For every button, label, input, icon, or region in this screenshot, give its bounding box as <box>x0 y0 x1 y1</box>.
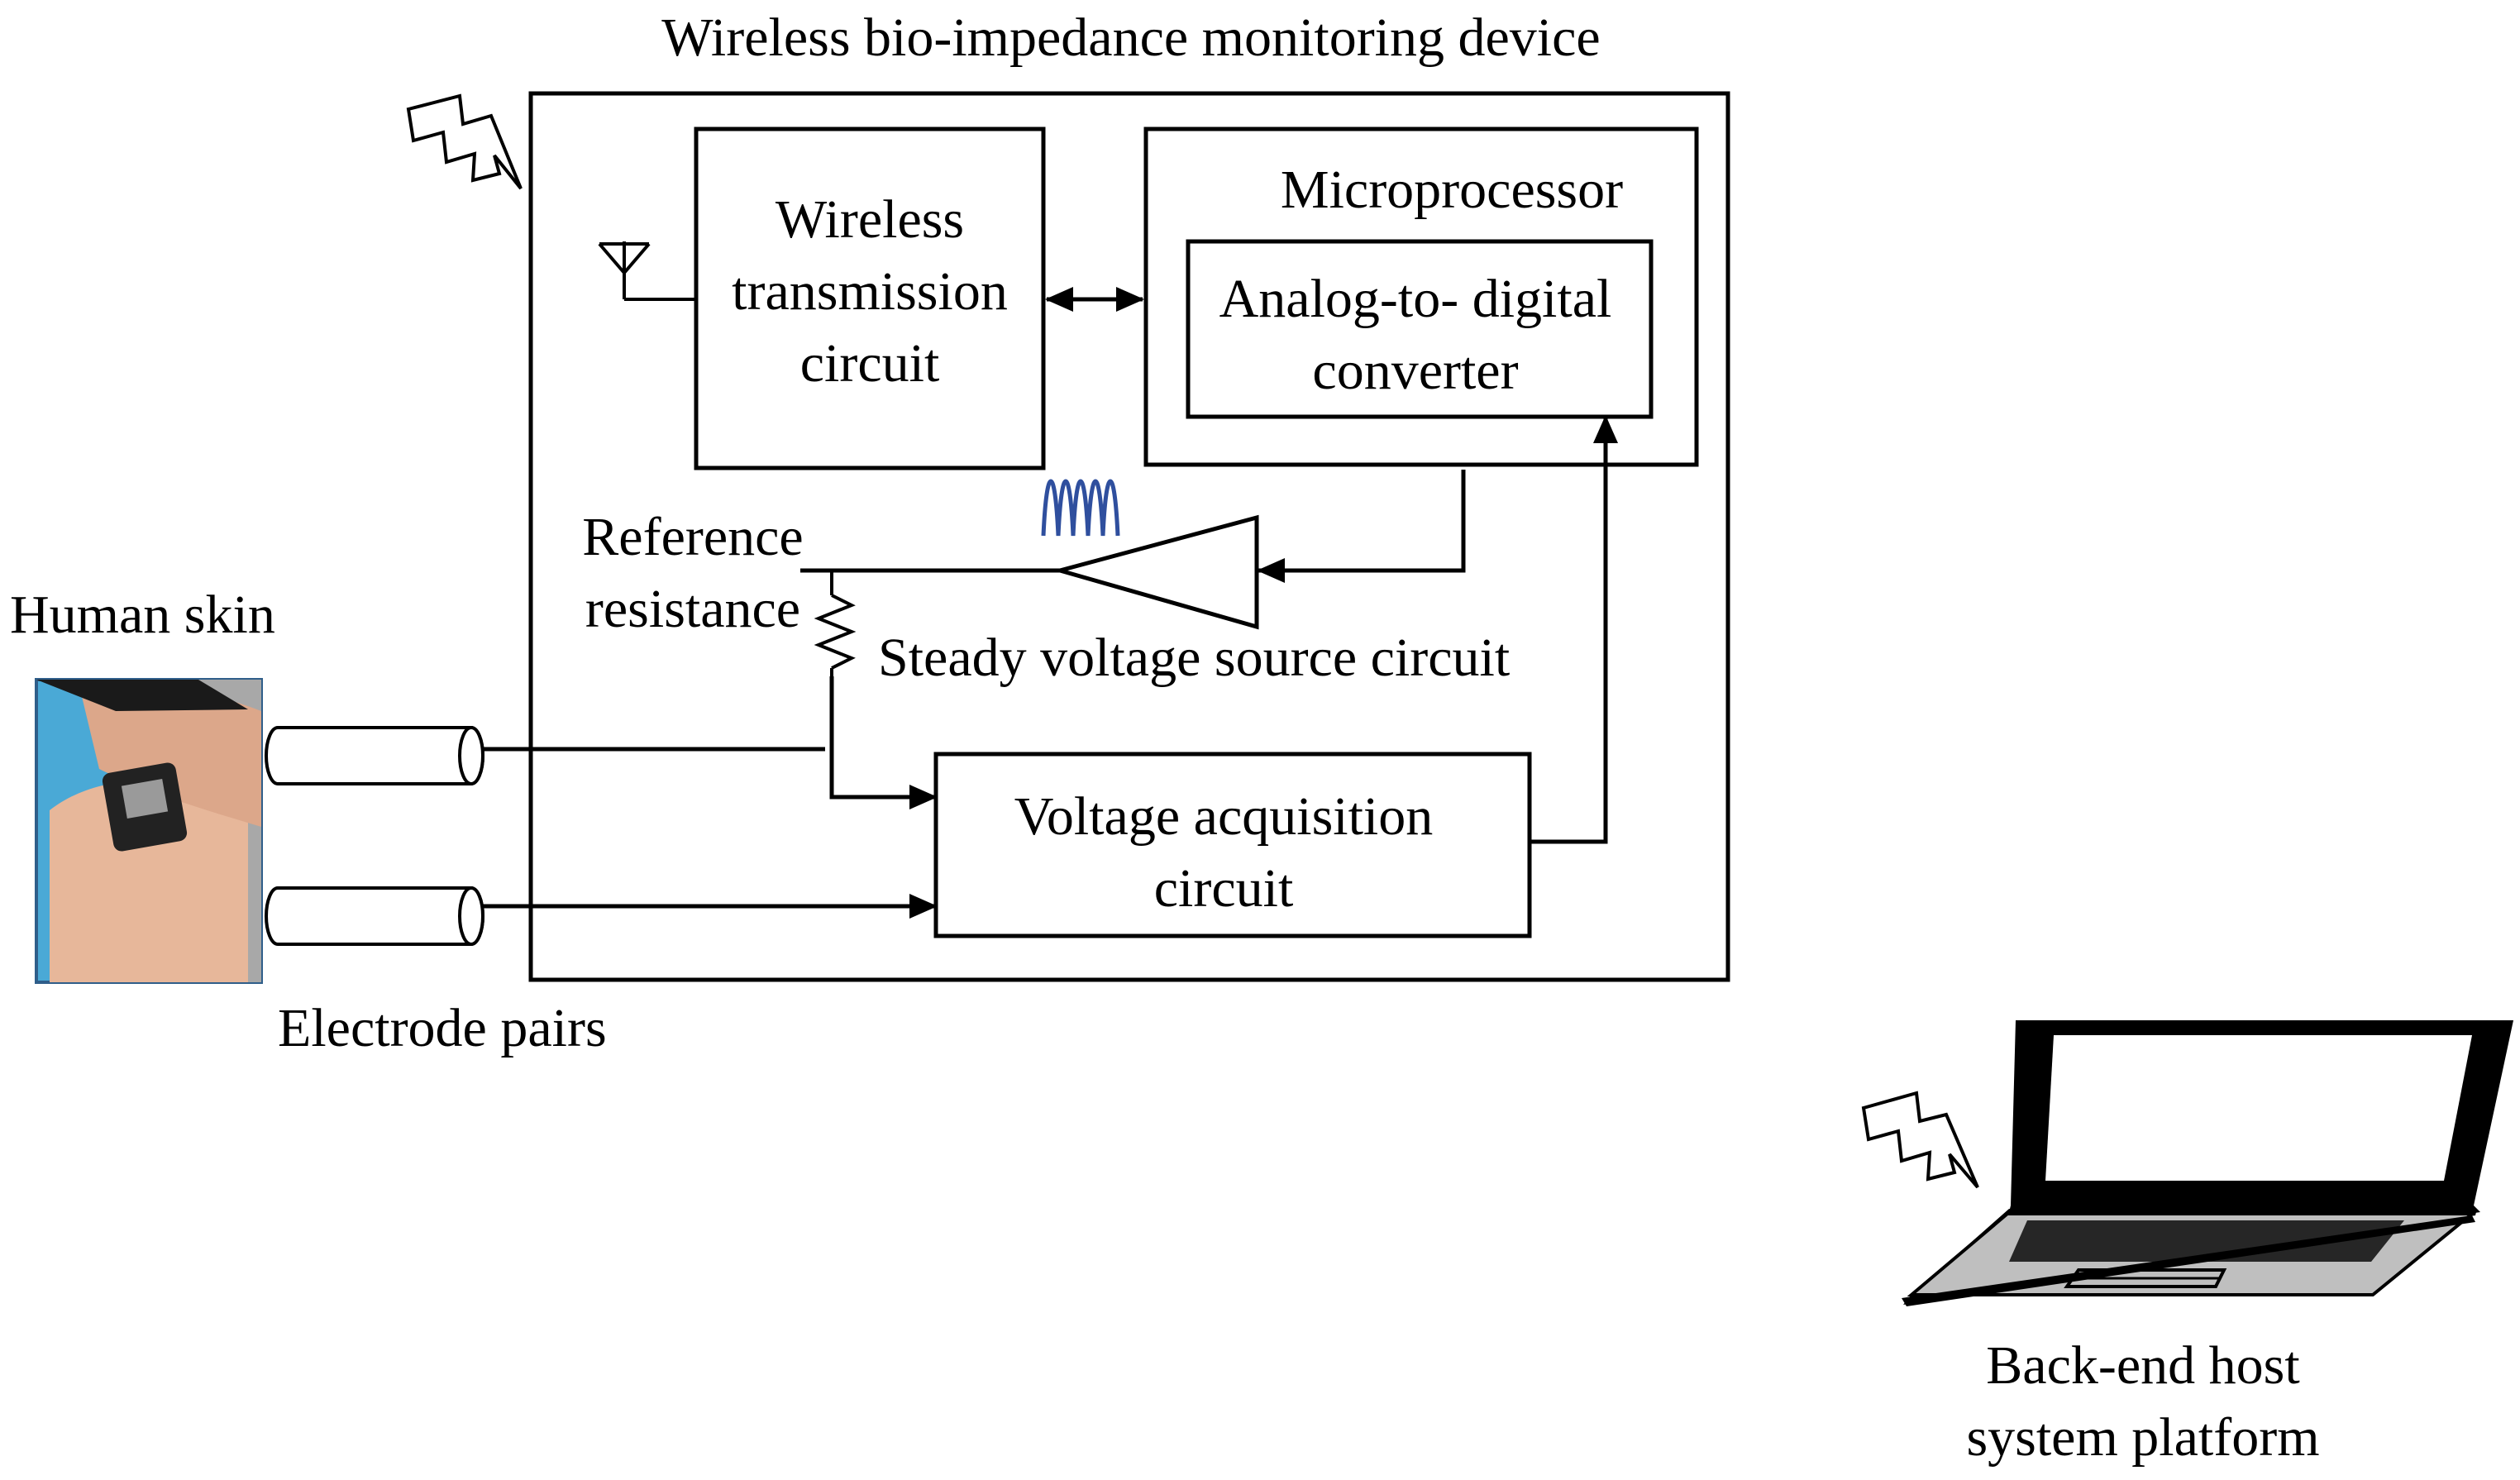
voltage-acquisition-label: Voltage acquisition circuit <box>1014 781 1434 924</box>
resistor-icon <box>814 571 857 678</box>
reference-resistance-label: Reference resistance <box>582 501 803 645</box>
microprocessor-label: Microprocessor <box>1280 160 1624 220</box>
adc-box <box>1186 239 1654 419</box>
adc-line-2: converter <box>1312 341 1519 402</box>
microprocessor-box <box>1143 127 1699 467</box>
wireless-transmission-line-3: circuit <box>799 333 940 394</box>
wireless-transmission-line-1: Wireless <box>775 189 965 250</box>
electrode-2 <box>265 886 484 946</box>
host-label: Back-end host system platform <box>1966 1330 2319 1473</box>
wrist-device-photo <box>35 678 263 984</box>
antenna-icon <box>598 241 696 301</box>
lightning-bolt-icon <box>406 93 523 190</box>
lightning-bolt-icon <box>1861 1091 1979 1189</box>
electrode-pairs-label: Electrode pairs <box>278 998 607 1058</box>
device-enclosure <box>528 91 1730 982</box>
feedback-line <box>1257 470 1466 583</box>
adc-line-1: Analog-to- digital <box>1219 269 1612 329</box>
acquisition-to-adc <box>1530 415 1618 844</box>
host-line-2: system platform <box>1966 1407 2320 1468</box>
device-title: Wireless bio-impedance monitoring device <box>661 7 1601 68</box>
voltage-acquisition-line-2: circuit <box>1153 858 1294 919</box>
wireless-transmission-label: Wireless transmission circuit <box>732 184 1008 399</box>
electrode-1 <box>265 726 484 785</box>
adc-label: Analog-to- digital converter <box>1219 263 1612 407</box>
voltage-acquisition-line-1: Voltage acquisition <box>1014 786 1434 847</box>
human-skin-label: Human skin <box>10 585 275 645</box>
sine-wave-icon <box>1041 479 1120 537</box>
wireless-transmission-line-2: transmission <box>732 261 1008 322</box>
voltage-acquisition-box <box>933 752 1532 938</box>
reference-resistance-line-2: resistance <box>585 579 801 640</box>
reference-resistance-line-1: Reference <box>582 507 804 567</box>
laptop-icon <box>1902 1020 2513 1306</box>
resistor-to-acquisition <box>829 676 938 809</box>
host-line-1: Back-end host <box>1986 1335 2300 1396</box>
steady-voltage-source-label: Steady voltage source circuit <box>878 628 1511 688</box>
